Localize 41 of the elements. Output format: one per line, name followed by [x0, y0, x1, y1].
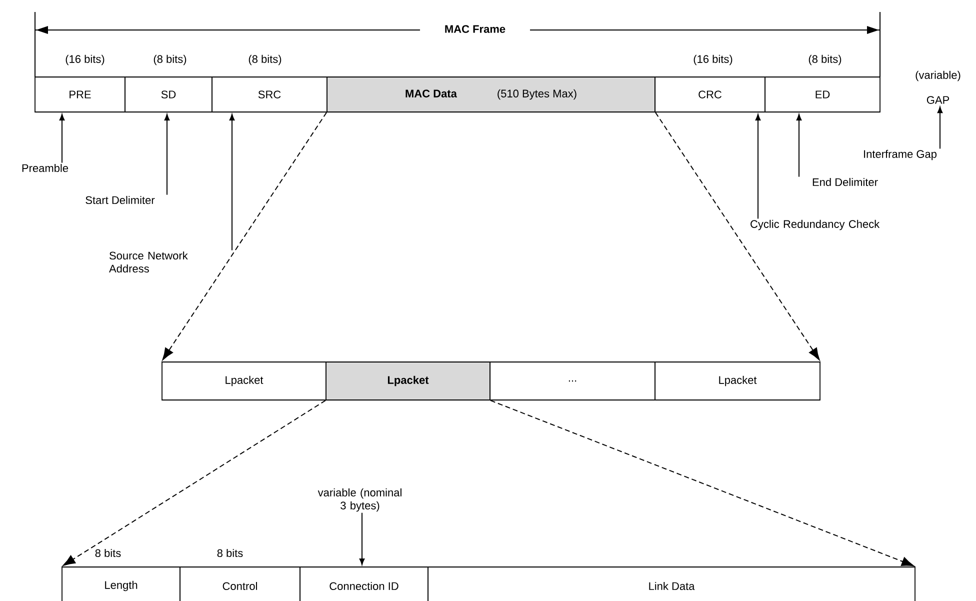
zoom-line	[162, 112, 328, 360]
field-box: Length	[62, 566, 180, 601]
arrow	[229, 114, 235, 251]
size-label: 8 bits	[217, 548, 243, 558]
arrow	[359, 512, 365, 565]
zoom-line	[62, 400, 326, 566]
field-box: Lpacket	[326, 362, 490, 400]
arrow	[796, 114, 802, 178]
size-label: (8 bits)	[248, 54, 282, 66]
field-box: ...	[490, 362, 656, 400]
size-label: (8 bits)	[154, 54, 186, 66]
field-box: SD	[124, 76, 212, 112]
field-label: GAP	[926, 96, 950, 104]
field-label: Interframe Gap	[864, 150, 936, 160]
field-box: PRE	[34, 76, 126, 112]
field-label: End Delimiter	[812, 178, 878, 186]
field-label: variable (nominal 3 bytes)	[318, 488, 402, 512]
zoom-line	[654, 112, 820, 360]
arrow	[755, 114, 761, 220]
size-label: (8 bits)	[808, 54, 842, 66]
field-label: Cyclic Redundancy Check	[750, 220, 880, 230]
field-label: Preamble	[22, 164, 68, 172]
field-label: Start Delimiter	[86, 196, 155, 204]
dimension-label: MAC Frame	[445, 25, 506, 33]
arrow	[164, 114, 170, 196]
zoom-line	[490, 400, 914, 566]
size-label: (16 bits)	[694, 54, 732, 66]
field-box: CRC	[654, 76, 766, 112]
field-box: Lpacket	[654, 362, 820, 400]
arrow	[59, 114, 65, 164]
arrow	[937, 106, 943, 150]
field-box: ED	[764, 76, 880, 112]
size-label: (16 bits)	[66, 54, 104, 66]
field-box: Control	[180, 566, 300, 601]
size-label: 8 bits	[95, 548, 121, 558]
field-box: Connection ID	[300, 566, 428, 601]
field-box: Link Data	[428, 566, 916, 601]
field-label: Source Network Address	[109, 251, 188, 273]
size-label: (variable)	[916, 70, 960, 82]
field-box: MAC Data (510 Bytes Max)	[326, 76, 656, 112]
field-box: Lpacket	[162, 362, 326, 400]
